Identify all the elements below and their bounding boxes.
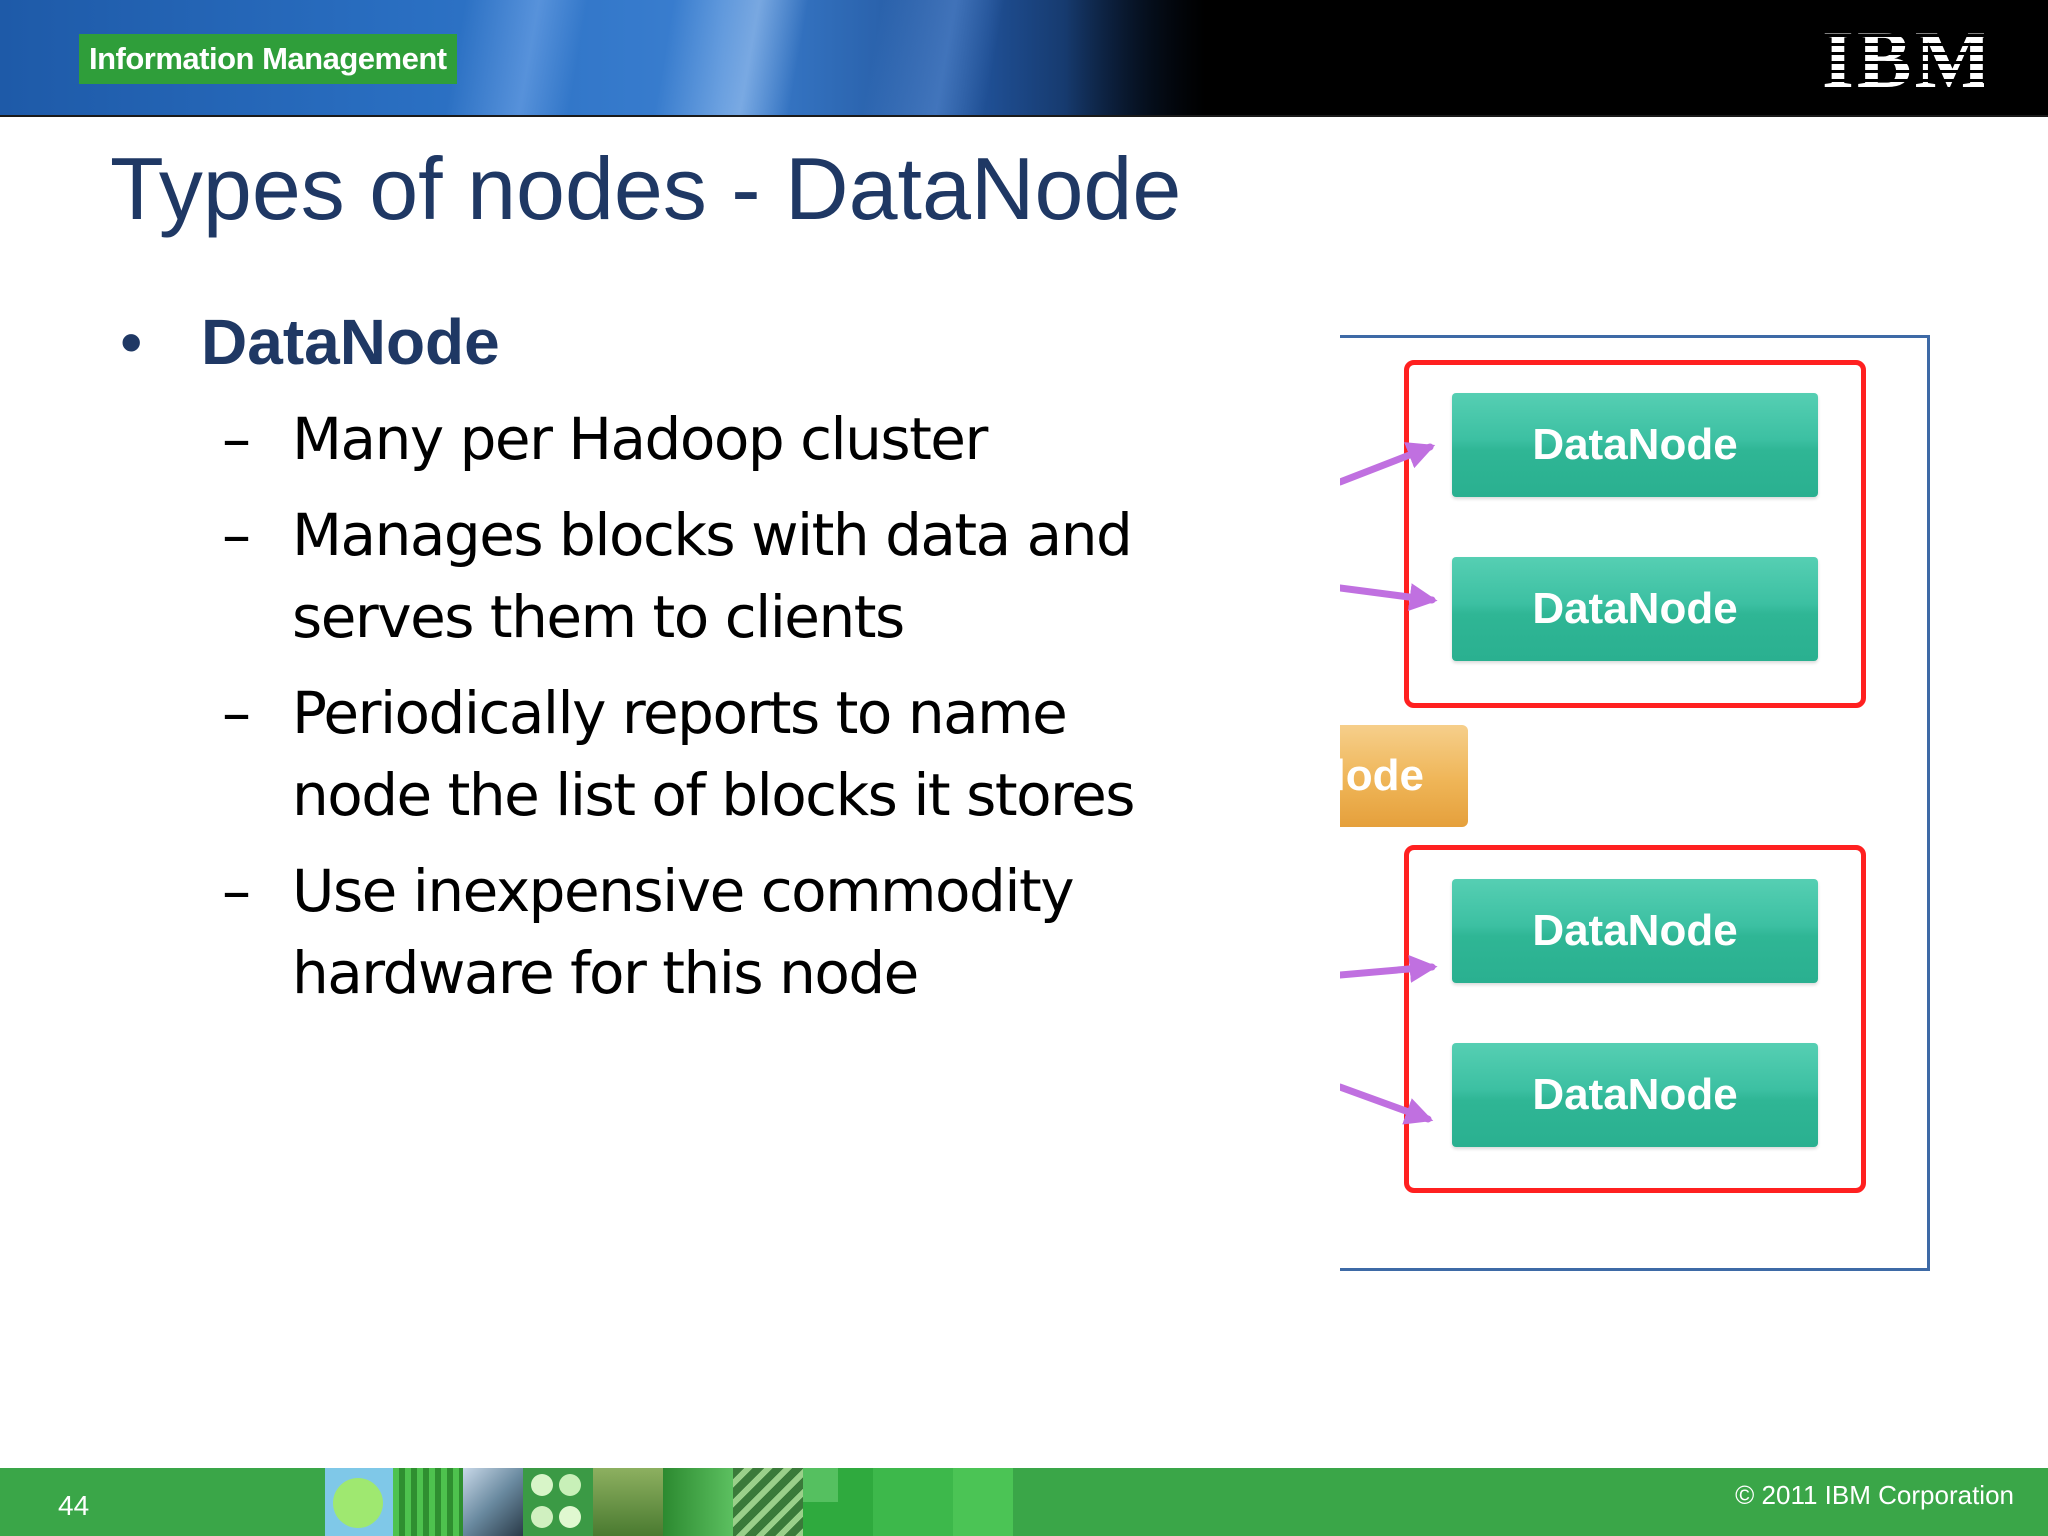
sub-bullet-text: Periodically reports to name node the li… (292, 679, 1136, 829)
header-banner: Information Management IBM (0, 0, 2048, 117)
sub-bullet-marker: – (222, 501, 251, 569)
footer-image-strip (325, 1468, 1075, 1536)
sub-bullet-text: Use inexpensive commodity hardware for t… (292, 857, 1075, 1007)
bullet-datanode: • DataNode (120, 300, 1160, 384)
datanode-group-bottom (1404, 845, 1866, 1193)
diagram-frame (1340, 335, 1930, 1271)
information-management-badge: Information Management (79, 34, 457, 84)
namenode-label-fragment: lode (1340, 751, 1424, 800)
ibm-logo: IBM (1822, 28, 1984, 92)
datanode-box: DataNode (1452, 393, 1818, 497)
bullet-marker: • (120, 306, 143, 378)
sub-bullet-text: Manages blocks with data and serves them… (292, 501, 1133, 651)
footer-bar: 44 © 2011 IBM Corporation (0, 1468, 2048, 1536)
datanode-box: DataNode (1452, 557, 1818, 661)
datanode-group-top (1404, 360, 1866, 708)
arrow-to-datanode-4 (1340, 1083, 1434, 1125)
namenode-box-fragment: lode (1340, 725, 1468, 827)
sub-bullet-2: – Manages blocks with data and serves th… (120, 494, 1160, 658)
page-number: 44 (58, 1490, 90, 1521)
sub-bullet-text: Many per Hadoop cluster (292, 405, 988, 473)
copyright-notice: © 2011 IBM Corporation (1735, 1480, 2014, 1510)
sub-bullet-1: – Many per Hadoop cluster (120, 398, 1160, 480)
arrow-to-datanode-2 (1340, 583, 1438, 611)
bullet-list: • DataNode – Many per Hadoop cluster – M… (120, 300, 1160, 1014)
arrow-to-datanode-3 (1340, 954, 1438, 983)
datanode-diagram: DataNode DataNode DataNode DataNode lode (1340, 335, 1932, 1275)
sub-bullet-4: – Use inexpensive commodity hardware for… (120, 850, 1160, 1014)
connection-arrows (1340, 442, 1438, 1125)
sub-bullet-3: – Periodically reports to name node the … (120, 672, 1160, 836)
slide-title: Types of nodes - DataNode (110, 139, 1182, 238)
bullet-label: DataNode (201, 306, 500, 378)
sub-bullet-marker: – (222, 679, 251, 747)
datanode-box: DataNode (1452, 879, 1818, 983)
datanode-box: DataNode (1452, 1043, 1818, 1147)
arrow-to-datanode-1 (1340, 442, 1436, 486)
sub-bullet-marker: – (222, 857, 251, 925)
sub-bullet-marker: – (222, 405, 251, 473)
